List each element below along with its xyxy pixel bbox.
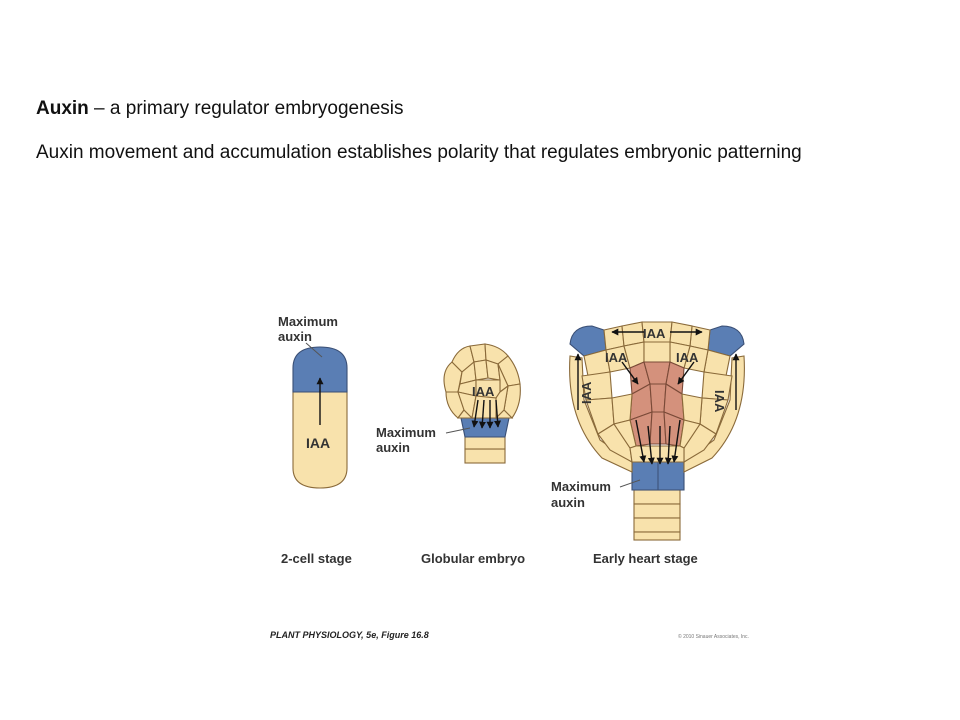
caption-two-cell: 2-cell stage <box>281 551 352 566</box>
label-maximum-2: Maximum <box>376 425 436 440</box>
label-auxin-3: auxin <box>551 495 585 510</box>
label-iaa-1: IAA <box>306 435 330 451</box>
caption-globular: Globular embryo <box>421 551 525 566</box>
label-maximum-1: Maximum <box>278 314 338 329</box>
title-bold: Auxin <box>36 98 89 119</box>
slide-title: Auxin – a primary regulator embryogenesi… <box>36 97 896 121</box>
label-iaa-heart-side-right: IAA <box>712 390 727 413</box>
two-cell-embryo <box>292 346 348 489</box>
label-iaa-heart-right: IAA <box>676 350 699 365</box>
label-iaa-heart-side-left: IAA <box>579 381 594 404</box>
heart-stage-embryo <box>569 321 745 541</box>
title-rest: – a primary regulator embryogenesis <box>88 98 404 119</box>
label-maximum-3: Maximum <box>551 479 611 494</box>
label-iaa-heart-top: IAA <box>643 326 666 341</box>
globular-embryo <box>443 343 521 464</box>
slide-body: Auxin movement and accumulation establis… <box>36 142 802 163</box>
label-iaa-2: IAA <box>472 384 495 399</box>
label-auxin-1: auxin <box>278 329 312 344</box>
figure-copyright: © 2010 Sinauer Associates, Inc. <box>678 633 749 640</box>
label-auxin-2: auxin <box>376 440 410 455</box>
figure-credit: PLANT PHYSIOLOGY, 5e, Figure 16.8 <box>270 630 429 640</box>
label-iaa-heart-left: IAA <box>605 350 628 365</box>
caption-heart: Early heart stage <box>593 551 698 566</box>
